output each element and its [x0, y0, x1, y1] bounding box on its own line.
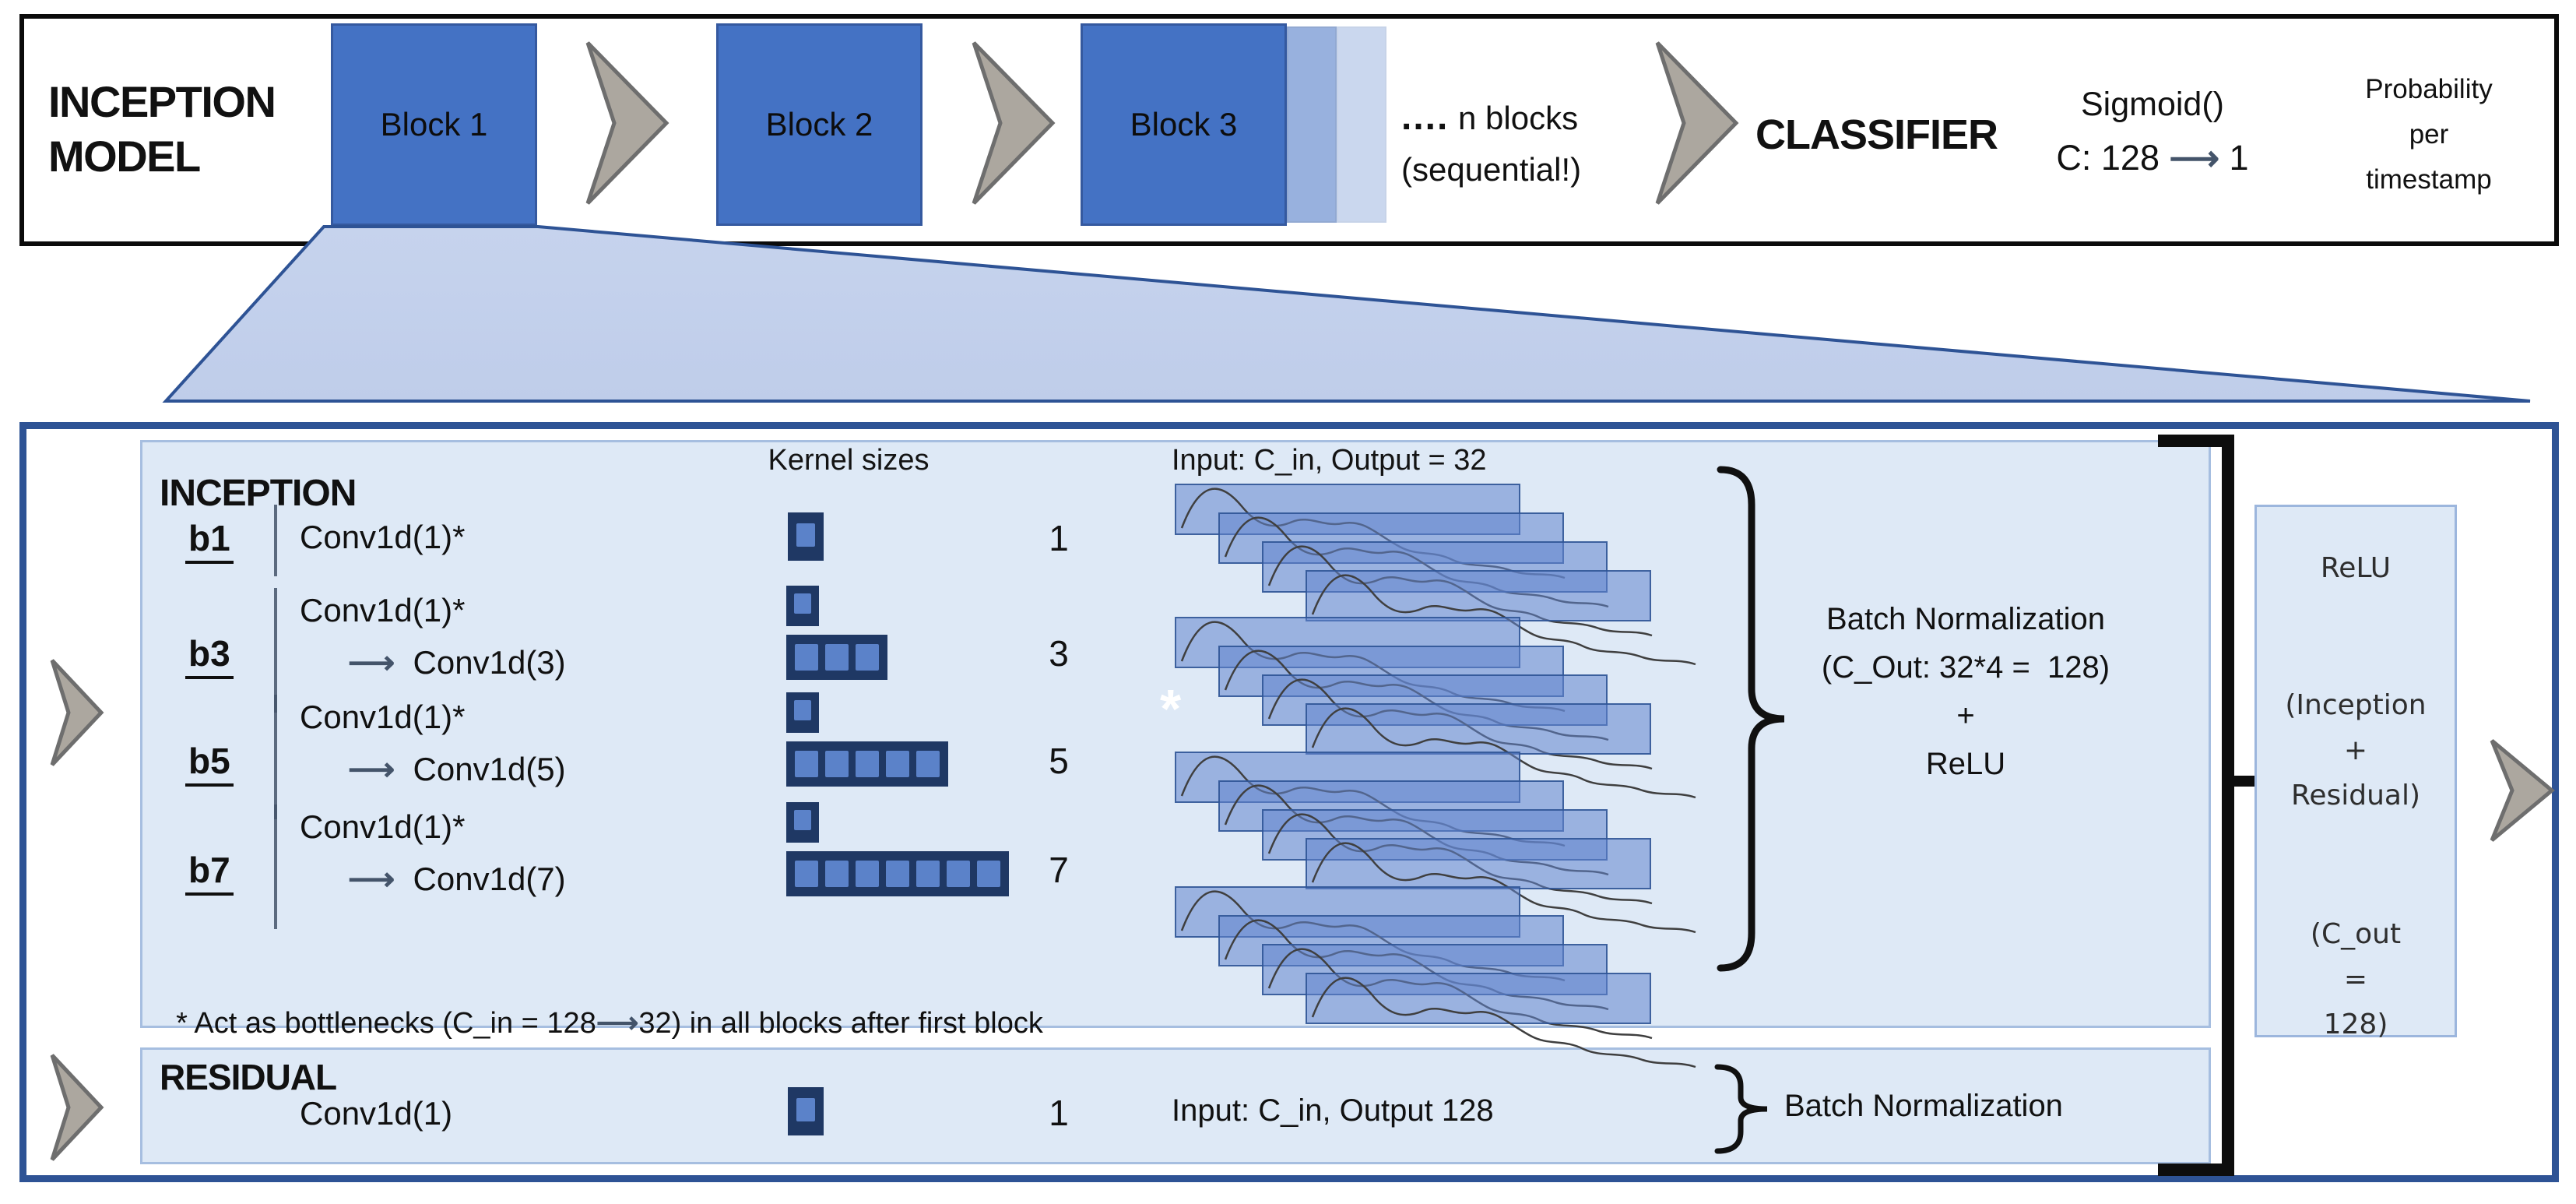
- residual-kernel-size: 1: [1049, 1093, 1069, 1133]
- branch-b7-layer2: ⟶ Conv1d(7): [348, 861, 566, 897]
- convolution-asterisk: *: [1160, 678, 1182, 739]
- branch-b3-layer1: Conv1d(1)*: [300, 592, 466, 628]
- kernel-sizes-header: Kernel sizes: [768, 444, 930, 477]
- n-blocks-label: n blocks: [1449, 100, 1579, 136]
- block-2: Block 2: [716, 23, 923, 226]
- batchnorm-note-line: ReLU: [1925, 747, 2006, 781]
- sequential-note: (sequential!): [1401, 151, 1582, 188]
- feature-map-stack: [1175, 617, 1720, 799]
- kernel-swatch-5: [786, 741, 948, 787]
- block-1-label: Block 1: [380, 106, 488, 143]
- relu-box-line: ReLU: [2320, 552, 2391, 584]
- group-bracket-top-arm: [2158, 435, 2234, 447]
- residual-brace: [1714, 1064, 1768, 1154]
- branch-b1-kernel-size: 1: [1049, 518, 1069, 558]
- inception-io-header: Input: C_in, Output = 32: [1172, 444, 1487, 477]
- kernel-swatch-bottleneck: [786, 586, 819, 626]
- relu-box-line: (Inception: [2285, 689, 2427, 721]
- flow-arrow-icon: [585, 40, 669, 209]
- residual-title: RESIDUAL: [160, 1057, 337, 1097]
- feature-map-stack: [1175, 752, 1720, 934]
- ellipsis-dots: ....: [1401, 97, 1450, 138]
- right-arrow-icon: ⟶: [2169, 138, 2220, 178]
- relu-box-line: (C_out: [2310, 918, 2402, 950]
- branch-b7-kernel-size: 7: [1049, 850, 1069, 890]
- branch-label-b5: b5: [185, 740, 234, 787]
- right-arrow-icon: ⟶: [348, 861, 395, 897]
- branch-divider: [274, 505, 277, 576]
- group-bracket: [2222, 435, 2234, 1176]
- branch-b3-kernel-size: 3: [1049, 633, 1069, 674]
- block-3-label: Block 3: [1130, 106, 1238, 143]
- inception-brace: [1717, 466, 1785, 972]
- output-caption-line: timestamp: [2366, 164, 2492, 195]
- branch-divider: [274, 588, 277, 713]
- block-2-label: Block 2: [765, 106, 873, 143]
- n-blocks-note: .... n blocks (sequential!): [1401, 92, 1581, 195]
- relu-box-line: +: [2343, 734, 2368, 766]
- model-title-line2: MODEL: [48, 132, 201, 181]
- branch-b1-layer1: Conv1d(1)*: [300, 519, 466, 555]
- branch-divider: [274, 695, 277, 819]
- kernel-swatch-bottleneck: [786, 692, 819, 733]
- branch-b7-layer1: Conv1d(1)*: [300, 808, 466, 845]
- feature-map-stack: [1175, 484, 1720, 666]
- flow-arrow-icon: [50, 658, 104, 771]
- kernel-swatch-1: [788, 1087, 824, 1135]
- output-caption: Probability per timestamp: [2337, 67, 2521, 202]
- right-arrow-icon: ⟶: [348, 751, 395, 787]
- branch-b5-kernel-size: 5: [1049, 741, 1069, 781]
- model-title-line1: INCEPTION: [48, 77, 276, 126]
- residual-io-header: Input: C_in, Output 128: [1172, 1093, 1494, 1128]
- branch-b5-layer1: Conv1d(1)*: [300, 699, 466, 735]
- relu-box-line: Residual): [2290, 780, 2421, 811]
- bottleneck-footnote: * Act as bottlenecks (C_in = 128⟶32) in …: [176, 1007, 1043, 1040]
- residual-conv-label: Conv1d(1): [300, 1095, 453, 1132]
- kernel-swatch-3: [786, 635, 887, 680]
- relu-box: ReLU (Inception + Residual) (C_out = 128): [2254, 505, 2457, 1040]
- model-title: INCEPTION MODEL: [48, 75, 276, 184]
- classifier-channels: C: 128 ⟶ 1: [2024, 137, 2281, 178]
- block-1: Block 1: [331, 23, 537, 226]
- inception-title: INCEPTION: [160, 473, 357, 514]
- flow-arrow-icon: [972, 40, 1056, 209]
- right-arrow-icon: ⟶: [348, 644, 395, 681]
- output-caption-line: per: [2409, 119, 2449, 150]
- branch-label-b3: b3: [185, 632, 234, 679]
- flow-arrow-icon: [50, 1053, 104, 1166]
- kernel-swatch-bottleneck: [786, 802, 819, 843]
- branch-b3-layer2: ⟶ Conv1d(3): [348, 644, 566, 681]
- block-ghost-2: [1337, 26, 1386, 223]
- residual-panel: [140, 1047, 2211, 1164]
- sigmoid-label: Sigmoid(): [2081, 86, 2224, 123]
- feature-map-stack: [1175, 886, 1720, 1068]
- branch-divider: [274, 804, 277, 929]
- branch-b5-layer2: ⟶ Conv1d(5): [348, 751, 566, 787]
- branch-label-b7: b7: [185, 849, 234, 896]
- relu-box-line: =: [2343, 963, 2368, 995]
- residual-batchnorm-note: Batch Normalization: [1784, 1089, 2063, 1123]
- block-ghost-1: [1287, 26, 1337, 223]
- channels-out: 1: [2229, 138, 2249, 178]
- batchnorm-note-line: +: [1956, 699, 1975, 733]
- kernel-swatch-7: [786, 851, 1009, 896]
- batchnorm-note-line: (C_Out: 32*4 = 128): [1821, 650, 2110, 685]
- flow-arrow-icon: [1655, 40, 1739, 209]
- inception-panel: [140, 440, 2211, 1028]
- output-caption-line: Probability: [2365, 74, 2493, 104]
- block-detail-funnel: [162, 225, 2531, 403]
- group-bracket-bottom-arm: [2158, 1164, 2234, 1176]
- kernel-swatch-1: [788, 512, 824, 561]
- relu-box-line: 128): [2323, 1009, 2388, 1040]
- channels-in: C: 128: [2056, 138, 2160, 178]
- group-bracket-tick: [2222, 776, 2256, 787]
- batchnorm-note-line: Batch Normalization: [1826, 602, 2105, 636]
- block-3: Block 3: [1081, 23, 1287, 226]
- classifier-label: CLASSIFIER: [1755, 111, 1998, 158]
- inception-batchnorm-note: Batch Normalization (C_Out: 32*4 = 128) + R…: [1783, 595, 2149, 788]
- right-arrow-icon: ⟶: [596, 1007, 639, 1040]
- flow-arrow-icon: [2490, 738, 2555, 847]
- branch-label-b1: b1: [185, 517, 234, 564]
